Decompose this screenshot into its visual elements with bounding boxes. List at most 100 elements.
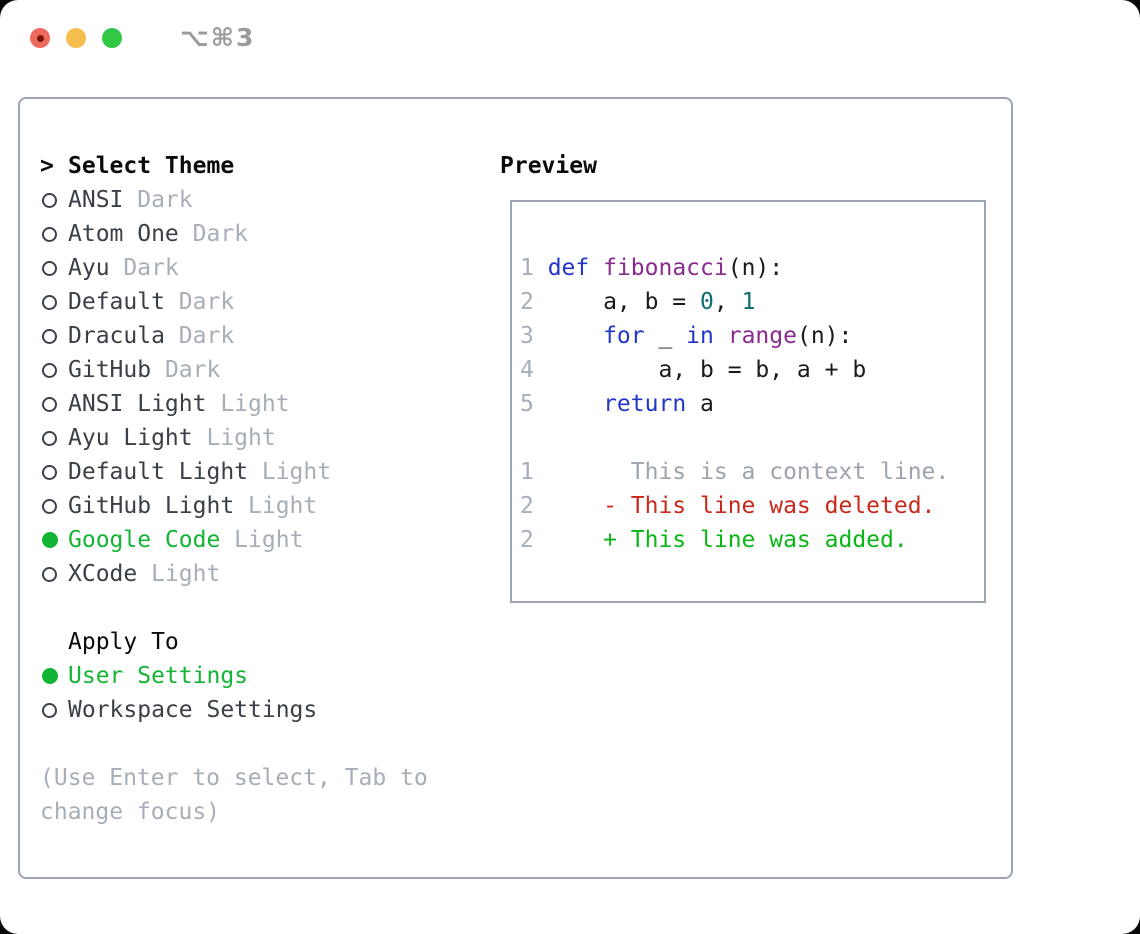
keyboard-hint: (Use Enter to select, Tab to change focu…	[40, 765, 428, 825]
window-title: ⌥⌘3	[180, 23, 256, 52]
code-token: 0	[700, 289, 714, 315]
theme-option-ayu-light[interactable]: Ayu Light Light	[40, 421, 460, 455]
radio-icon	[40, 260, 68, 276]
apply-to-header: Apply To	[40, 625, 460, 659]
code-token: fibonacci	[603, 255, 728, 281]
line-number: 5	[520, 391, 534, 417]
diff-text: This is a context line.	[547, 459, 950, 485]
theme-variant: Dark	[123, 187, 193, 213]
unsaved-indicator-dot	[36, 34, 44, 42]
radio-icon	[40, 702, 68, 718]
apply-to-label: User Settings	[68, 663, 249, 689]
code-token: in	[686, 323, 714, 349]
radio-icon	[40, 464, 68, 480]
code-token: ,	[713, 289, 742, 315]
theme-option-ansi-light[interactable]: ANSI Light Light	[40, 387, 460, 421]
theme-name: GitHub Light	[68, 493, 235, 519]
theme-option-xcode[interactable]: XCode Light	[40, 557, 460, 591]
code-token: a, b =	[547, 289, 701, 315]
theme-option-default[interactable]: Default Dark	[40, 285, 460, 319]
theme-name: Default	[68, 289, 165, 315]
code-token	[714, 319, 728, 353]
diff-line-added: 2 + This line was added.	[520, 523, 984, 557]
line-number: 1	[520, 459, 534, 485]
spacer	[40, 591, 460, 625]
theme-variant: Dark	[109, 255, 179, 281]
radio-icon	[40, 192, 68, 208]
theme-name: Ayu Light	[68, 425, 193, 451]
theme-variant: Dark	[178, 221, 249, 247]
theme-option-google-code[interactable]: Google Code Light	[40, 523, 460, 557]
close-button[interactable]	[30, 28, 50, 48]
preview-diff-block: 1 This is a context line.2 - This line w…	[520, 455, 984, 557]
code-token: _	[644, 323, 687, 349]
line-number: 4	[520, 357, 534, 383]
theme-option-ayu[interactable]: Ayu Dark	[40, 251, 460, 285]
code-token: def	[547, 255, 590, 281]
theme-variant: Dark	[151, 357, 221, 383]
code-token	[548, 319, 603, 353]
radio-icon	[40, 226, 68, 242]
code-line: 4 a, b = b, a + b	[520, 353, 984, 387]
code-token	[548, 387, 603, 421]
radio-icon	[40, 396, 68, 412]
theme-name: GitHub	[68, 357, 152, 383]
theme-name: Google Code	[68, 527, 221, 553]
diff-text: + This line was added.	[547, 527, 908, 553]
select-theme-title: Select Theme	[68, 153, 235, 179]
theme-option-ansi[interactable]: ANSI Dark	[40, 183, 460, 217]
select-theme-header: > Select Theme	[40, 149, 460, 183]
radio-icon	[40, 362, 68, 378]
theme-name: XCode	[68, 561, 138, 587]
line-number: 3	[520, 323, 534, 349]
theme-variant: Light	[220, 527, 304, 553]
radio-icon	[40, 294, 68, 310]
apply-to-option-workspace-settings[interactable]: Workspace Settings	[40, 693, 460, 727]
code-token: 1	[741, 289, 756, 315]
theme-option-dracula[interactable]: Dracula Dark	[40, 319, 460, 353]
diff-line-context: 1 This is a context line.	[520, 455, 984, 489]
code-token: a	[686, 391, 714, 417]
theme-variant: Light	[192, 425, 276, 451]
theme-option-github-light[interactable]: GitHub Light Light	[40, 489, 460, 523]
line-number: 2	[520, 493, 534, 519]
apply-to-title: Apply To	[68, 629, 179, 655]
radio-selected-icon	[40, 532, 68, 548]
titlebar: ⌥⌘3	[30, 23, 256, 52]
radio-icon	[40, 430, 68, 446]
maximize-button[interactable]	[102, 28, 122, 48]
theme-option-github[interactable]: GitHub Dark	[40, 353, 460, 387]
theme-name: Default Light	[68, 459, 249, 485]
spacer	[520, 421, 984, 455]
apply-to-option-user-settings[interactable]: User Settings	[40, 659, 460, 693]
radio-icon	[40, 498, 68, 514]
code-token: range	[727, 323, 797, 349]
line-number: 2	[520, 289, 534, 315]
theme-variant: Light	[137, 561, 221, 587]
code-token	[589, 251, 603, 285]
minimize-button[interactable]	[66, 28, 86, 48]
theme-name: ANSI	[68, 187, 124, 213]
code-token: for	[603, 323, 645, 349]
theme-option-default-light[interactable]: Default Light Light	[40, 455, 460, 489]
theme-variant: Dark	[164, 323, 235, 349]
spacer	[40, 727, 460, 761]
focus-caret-icon: >	[40, 153, 54, 179]
radio-icon	[40, 328, 68, 344]
theme-name: Atom One	[68, 221, 179, 247]
theme-name: ANSI Light	[68, 391, 207, 417]
diff-line-deleted: 2 - This line was deleted.	[520, 489, 984, 523]
theme-variant: Dark	[164, 289, 235, 315]
theme-option-atom-one[interactable]: Atom One Dark	[40, 217, 460, 251]
code-token: (n):	[727, 255, 784, 281]
radio-selected-icon	[40, 668, 68, 684]
code-line: 5 return a	[520, 387, 984, 421]
